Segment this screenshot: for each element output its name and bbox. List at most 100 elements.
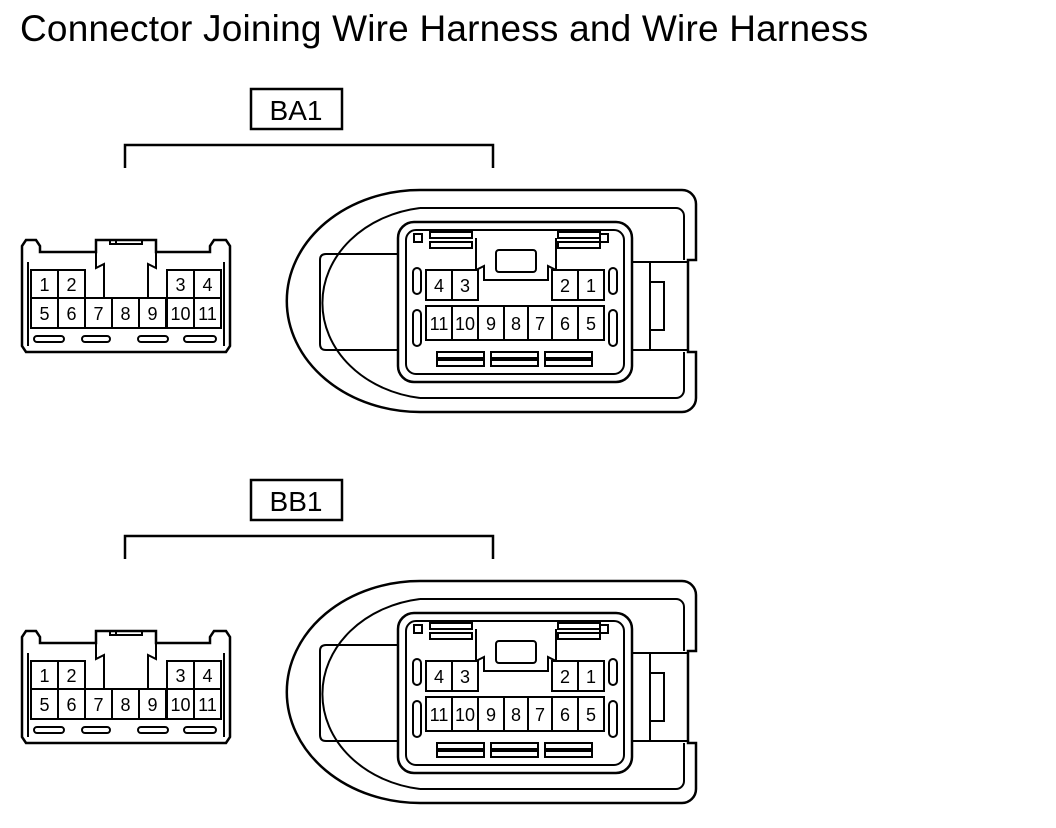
pin-cell xyxy=(166,297,195,329)
male-pin: 10 xyxy=(170,304,190,324)
female-bottom-slot xyxy=(544,750,593,758)
pin-cell xyxy=(425,305,453,341)
pin-cell xyxy=(577,305,605,341)
female-bottom-slot xyxy=(490,750,539,758)
pin-cell xyxy=(451,305,479,341)
pin-cell xyxy=(503,305,529,341)
male-pin: 2 xyxy=(66,275,76,295)
female-corner-mark xyxy=(413,624,423,634)
pin-cell xyxy=(425,696,453,732)
female-pin: 8 xyxy=(511,705,521,725)
pin-cell xyxy=(551,660,579,692)
male-slot xyxy=(33,335,65,343)
connector-label: BA1 xyxy=(270,95,323,126)
pin-cell xyxy=(84,297,113,329)
female-housing-inner xyxy=(405,229,625,375)
male-pin: 3 xyxy=(175,666,185,686)
female-side-guide xyxy=(608,658,618,686)
female-top-slot xyxy=(557,622,601,630)
female-pin: 9 xyxy=(486,314,496,334)
pin-cell xyxy=(193,297,222,329)
female-bottom-slot xyxy=(544,359,593,367)
diagram-title: Connector Joining Wire Harness and Wire … xyxy=(20,8,869,49)
female-pin: 5 xyxy=(586,705,596,725)
male-key xyxy=(95,643,157,690)
male-pin: 7 xyxy=(93,304,103,324)
female-pin: 6 xyxy=(560,314,570,334)
female-side-guide xyxy=(412,658,422,686)
male-wall xyxy=(27,653,225,737)
female-pin: 8 xyxy=(511,314,521,334)
male-pin: 5 xyxy=(39,304,49,324)
pin-cell xyxy=(166,660,195,690)
male-slot xyxy=(137,335,169,343)
female-top-slot xyxy=(429,622,473,630)
female-pin: 7 xyxy=(535,314,545,334)
connector-label-box xyxy=(249,87,344,131)
pin-cell xyxy=(425,660,453,692)
female-top-slot xyxy=(429,231,473,239)
female-pin: 10 xyxy=(455,314,475,334)
female-top-slot xyxy=(429,632,473,640)
pin-cell xyxy=(527,696,553,732)
female-bottom-slot xyxy=(436,359,485,367)
female-bottom-slot xyxy=(544,742,593,750)
male-pin: 6 xyxy=(66,695,76,715)
female-key-window xyxy=(495,249,537,273)
female-hood xyxy=(285,188,698,414)
pin-cell xyxy=(577,660,605,692)
female-bottom-slot xyxy=(436,742,485,750)
male-key xyxy=(95,252,157,299)
male-wall xyxy=(27,262,225,346)
male-pin: 10 xyxy=(170,695,190,715)
female-side-guide xyxy=(608,700,618,738)
female-hood-inner-arc xyxy=(321,207,421,399)
male-slot xyxy=(137,726,169,734)
pin-cell xyxy=(111,297,140,329)
connector-label-box xyxy=(249,478,344,522)
male-pin: 11 xyxy=(198,304,217,324)
male-pin: 8 xyxy=(120,304,130,324)
female-pin: 2 xyxy=(560,276,570,296)
male-pin: 4 xyxy=(202,275,212,295)
pin-cell xyxy=(138,688,167,720)
female-top-slot xyxy=(429,241,473,249)
female-side-guide xyxy=(608,267,618,295)
female-bottom-slot xyxy=(544,351,593,359)
male-pin: 2 xyxy=(66,666,76,686)
pin-cell xyxy=(30,688,59,720)
female-tongue xyxy=(319,253,405,351)
male-pin: 11 xyxy=(198,695,217,715)
male-pin: 9 xyxy=(147,304,157,324)
pin-cell xyxy=(551,305,579,341)
female-key-window xyxy=(495,640,537,664)
female-pin: 10 xyxy=(455,705,475,725)
female-bottom-slot xyxy=(436,750,485,758)
male-pin: 9 xyxy=(147,695,157,715)
connector-label: BB1 xyxy=(270,486,323,517)
female-pin: 7 xyxy=(535,705,545,725)
female-pin: 4 xyxy=(434,276,444,296)
female-pin: 1 xyxy=(586,276,596,296)
female-pin: 3 xyxy=(460,667,470,687)
male-slot xyxy=(81,726,111,734)
female-hood-inner xyxy=(420,598,685,790)
pin-cell xyxy=(577,696,605,732)
female-pin: 11 xyxy=(430,705,449,725)
female-latch xyxy=(630,261,688,351)
female-pin: 5 xyxy=(586,314,596,334)
female-pin: 6 xyxy=(560,705,570,725)
pin-cell xyxy=(577,269,605,301)
pin-cell xyxy=(193,688,222,720)
pin-cell xyxy=(451,660,479,692)
male-pin: 8 xyxy=(120,695,130,715)
pin-cell xyxy=(503,696,529,732)
female-latch xyxy=(630,652,688,742)
pin-cell xyxy=(111,688,140,720)
male-pin: 1 xyxy=(39,275,49,295)
